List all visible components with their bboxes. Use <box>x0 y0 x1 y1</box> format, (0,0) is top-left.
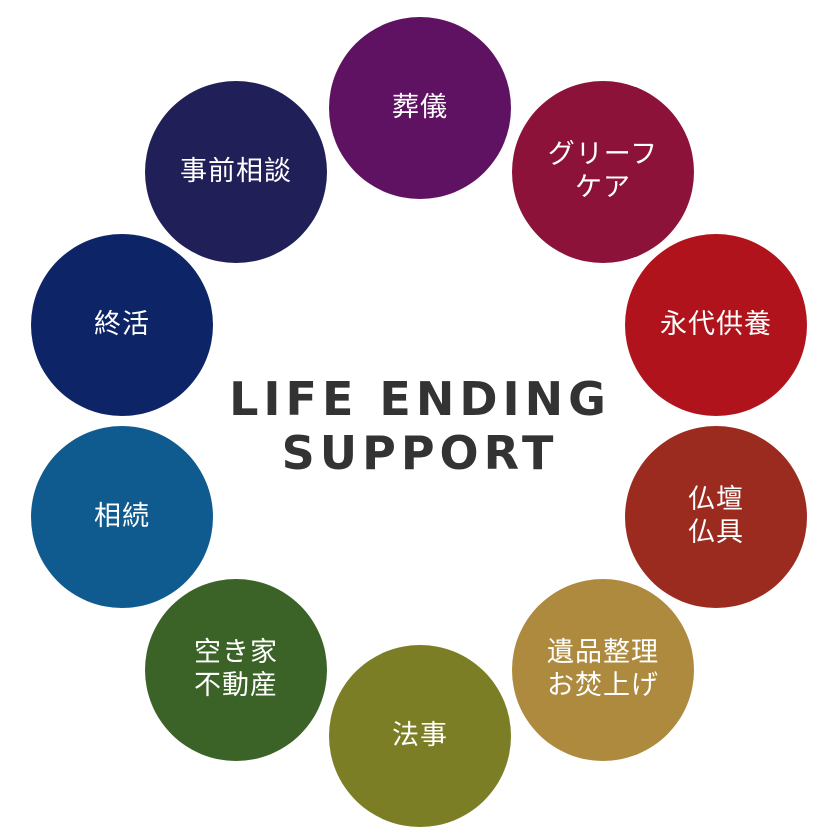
center-title: LIFE ENDING SUPPORT <box>170 372 670 481</box>
circle-houji: 法事 <box>329 645 511 827</box>
center-title-line2: SUPPORT <box>281 426 559 481</box>
circle-ihin-seiri: 遺品整理 お焚上げ <box>512 579 694 761</box>
circle-shukatsu: 終活 <box>31 234 213 416</box>
circle-butsudan-butsugu: 仏壇 仏具 <box>625 426 807 608</box>
center-title-line1: LIFE ENDING <box>229 372 611 426</box>
circle-sougi: 葬儀 <box>329 17 511 199</box>
circle-grief-care: グリーフ ケア <box>512 81 694 263</box>
circle-souzoku: 相続 <box>31 426 213 608</box>
circle-jizen-soudan: 事前相談 <box>145 81 327 263</box>
circle-akiya-fudousan: 空き家 不動産 <box>145 579 327 761</box>
circle-eitai-kuyou: 永代供養 <box>625 234 807 416</box>
